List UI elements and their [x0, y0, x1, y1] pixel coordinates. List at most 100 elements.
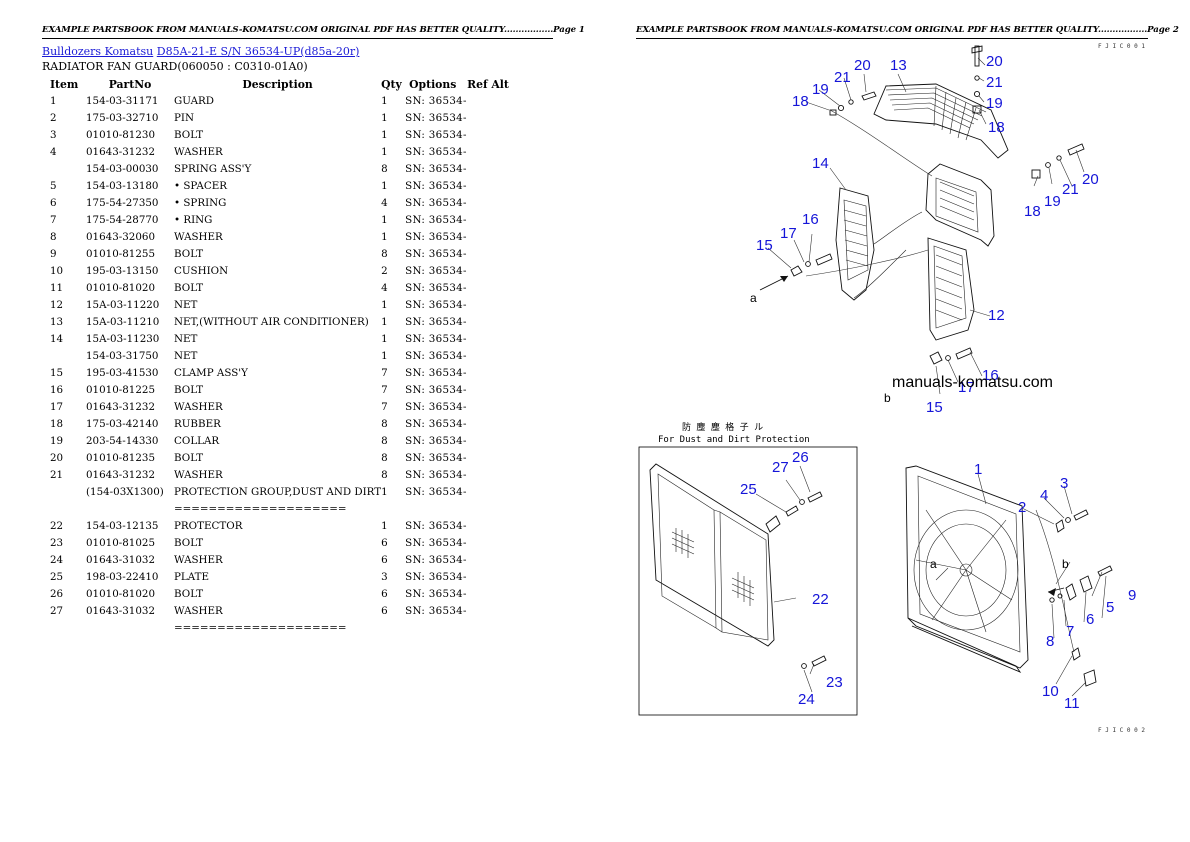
cell-partno: 01643-32060	[86, 231, 155, 243]
cell-ref-alt	[467, 416, 517, 433]
cell-options: SN: 36534-	[405, 129, 467, 141]
cell-options: SN: 36534-	[405, 265, 467, 277]
cell-item: 8	[50, 231, 57, 243]
cell-options: SN: 36534-	[405, 537, 467, 549]
cell-description: WASHER	[174, 146, 223, 158]
protector-view: 27 26 25 22 23 24	[638, 446, 858, 716]
callout-21-right: 21	[986, 74, 1003, 91]
cell-item: 2	[50, 112, 57, 124]
cell-item: 16	[50, 384, 64, 396]
cell-qty: 8	[381, 418, 388, 430]
column-header-qty: Qty	[381, 78, 402, 91]
callout-19-right: 19	[986, 95, 1003, 112]
cell-options: SN: 36534-	[405, 367, 467, 379]
cell-qty	[381, 501, 405, 518]
cell-options: SN: 36534-	[405, 316, 467, 328]
cell-ref-alt	[467, 552, 517, 569]
cell-description: NET	[174, 350, 198, 362]
cell-ref-alt	[467, 297, 517, 314]
cell-options: SN: 36534-	[405, 163, 467, 175]
cell-ref-alt	[467, 467, 517, 484]
callout-12: 12	[988, 307, 1005, 324]
cell-qty: 1	[381, 180, 388, 192]
cell-ref-alt	[467, 450, 517, 467]
cell-partno: 01010-81020	[86, 588, 155, 600]
column-header-item: Item	[50, 78, 79, 91]
callout-13: 13	[890, 57, 907, 74]
cell-item: 12	[50, 299, 64, 311]
table-row: ====================	[42, 501, 517, 518]
cell-ref-alt	[467, 178, 517, 195]
cell-description: COLLAR	[174, 435, 220, 447]
cell-partno: 15A-03-11230	[86, 333, 160, 345]
cell-description: ====================	[174, 503, 347, 515]
cell-item: 13	[50, 316, 64, 328]
label-a-bottom: a	[930, 557, 937, 571]
cell-item	[42, 501, 86, 518]
cell-item: 5	[50, 180, 57, 192]
callout-5: 5	[1106, 599, 1114, 616]
cell-options: SN: 36534-	[405, 384, 467, 396]
page-title: RADIATOR FAN GUARD(060050 : C0310-01A0)	[42, 60, 308, 73]
cell-options: SN: 36534-	[405, 197, 467, 209]
cell-item: 25	[50, 571, 64, 583]
cell-qty: 4	[381, 282, 388, 294]
callout-6: 6	[1086, 611, 1094, 628]
cell-ref-alt	[467, 280, 517, 297]
cell-qty: 8	[381, 248, 388, 260]
callout-9: 9	[1128, 587, 1136, 604]
cell-description: • RING	[174, 214, 213, 226]
cell-options: SN: 36534-	[405, 435, 467, 447]
cell-qty: 1	[381, 350, 388, 362]
cell-item: 9	[50, 248, 57, 260]
cell-options: SN: 36534-	[405, 588, 467, 600]
cell-ref-alt	[467, 501, 517, 518]
cell-partno: 175-54-27350	[86, 197, 159, 209]
cell-qty: 1	[381, 129, 388, 141]
cell-qty: 1	[381, 231, 388, 243]
callout-20: 20	[854, 57, 871, 74]
callout-22: 22	[812, 591, 829, 608]
breadcrumb-link-bulldozers[interactable]: Bulldozers Komatsu	[42, 45, 154, 58]
cell-description: WASHER	[174, 231, 223, 243]
cell-description: BOLT	[174, 452, 204, 464]
breadcrumb-link-model[interactable]: D85A-21-E S/N 36534-UP(d85a-20r)	[156, 45, 360, 58]
cell-item: 7	[50, 214, 57, 226]
cell-options: SN: 36534-	[405, 282, 467, 294]
cell-ref-alt	[467, 603, 517, 620]
cell-partno: 01643-31232	[86, 401, 155, 413]
cell-description: PLATE	[174, 571, 210, 583]
cell-qty: 1	[381, 486, 388, 498]
cell-partno: 01010-81225	[86, 384, 155, 396]
cell-ref-alt	[467, 518, 517, 535]
cell-ref-alt	[467, 586, 517, 603]
cell-item	[42, 161, 86, 178]
cell-description: CUSHION	[174, 265, 229, 277]
cell-description: RUBBER	[174, 418, 221, 430]
callout-4: 4	[1040, 487, 1048, 504]
cell-options: SN: 36534-	[405, 248, 467, 260]
cell-ref-alt	[467, 433, 517, 450]
cell-qty: 2	[381, 265, 388, 277]
cell-ref-alt	[467, 263, 517, 280]
cell-description: BOLT	[174, 282, 204, 294]
cell-options: SN: 36534-	[405, 214, 467, 226]
page-header-left: EXAMPLE PARTSBOOK FROM MANUALS-KOMATSU.C…	[42, 24, 585, 39]
cell-partno: 01010-81255	[86, 248, 155, 260]
cell-qty: 1	[381, 316, 388, 328]
callout-1: 1	[974, 461, 982, 478]
caption-dust-dirt-protection: For Dust and Dirt Protection	[658, 435, 810, 445]
cell-ref-alt	[467, 212, 517, 229]
cell-description: WASHER	[174, 469, 223, 481]
callout-15: 15	[756, 237, 773, 254]
cell-description: PROTECTION GROUP,DUST AND DIRT	[174, 486, 382, 498]
cell-ref-alt	[467, 195, 517, 212]
cell-description: NET,(WITHOUT AIR CONDITIONER)	[174, 316, 369, 328]
cell-item: 11	[50, 282, 64, 294]
callout-20-right: 20	[986, 53, 1003, 70]
